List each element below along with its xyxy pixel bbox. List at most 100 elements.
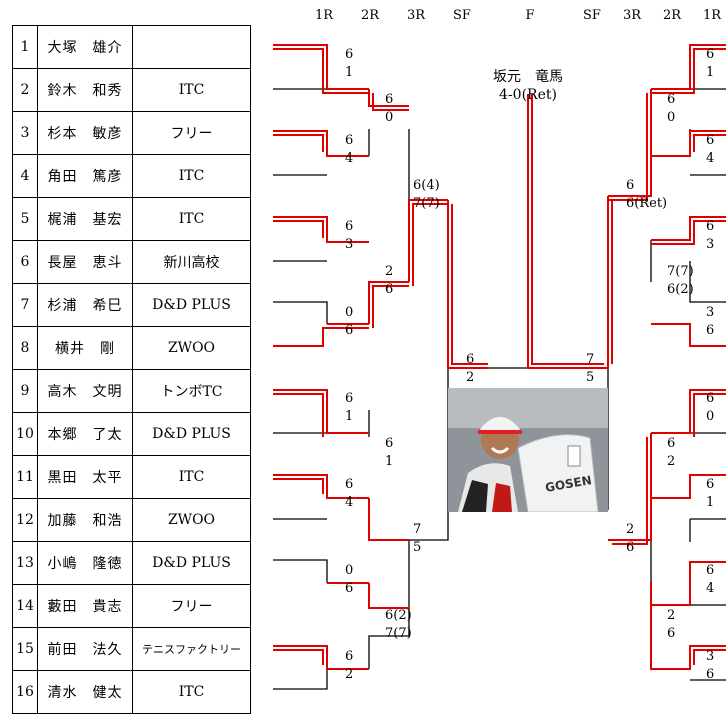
bracket-line	[273, 669, 328, 690]
score-2r-right: 6	[667, 626, 676, 641]
player-club: ITC	[132, 670, 251, 714]
score-1r-right: 6	[706, 323, 715, 338]
score-2r-left: 6	[385, 436, 394, 451]
score-final: 7	[586, 352, 595, 367]
player-name: 前田 法久	[37, 627, 133, 671]
score-sf-left: 2	[466, 370, 475, 385]
score-3r-left: 5	[413, 540, 422, 555]
score-2r-right: 6	[667, 436, 676, 451]
winner-path	[273, 645, 369, 670]
seed-number: 1	[12, 25, 38, 69]
player-club: トンボTC	[132, 369, 251, 413]
score-1r-right: 4	[706, 581, 715, 596]
score-2r-left: 6	[385, 282, 394, 297]
score-1r-right: 3	[706, 649, 715, 664]
score-3r-left: 6(4)	[413, 178, 440, 193]
winner-path	[368, 89, 409, 107]
winner-path	[372, 93, 409, 111]
score-2r-right: 2	[667, 454, 676, 469]
header-sf-left: SF	[453, 8, 471, 23]
score-2r-right: 6(2)	[667, 282, 694, 297]
bracket-line	[273, 559, 328, 583]
winner-path	[651, 130, 726, 157]
header-2r-left: 2R	[360, 8, 380, 23]
score-1r-left: 6	[345, 323, 354, 338]
winner-path	[650, 582, 690, 670]
score-1r-left: 1	[345, 409, 354, 424]
header-1r-left: 1R	[314, 8, 334, 23]
winner-path	[273, 393, 324, 437]
player-club: ITC	[132, 154, 251, 198]
winner-path	[608, 433, 652, 541]
score-sf-left: 6	[466, 352, 475, 367]
winner-path	[408, 199, 448, 282]
player-name: 大塚 雄介	[37, 25, 133, 69]
score-2r-right: 7(7)	[667, 264, 694, 279]
score-1r-right: 1	[706, 495, 715, 510]
player-club: 新川高校	[132, 240, 251, 284]
winner-path	[651, 216, 726, 241]
champion-label: 坂元 竜馬 4-0(Ret)	[473, 68, 583, 104]
seed-number: 16	[12, 670, 38, 714]
winner-path	[651, 220, 726, 245]
score-1r-left: 3	[345, 237, 354, 252]
player-name: 鈴木 和秀	[37, 68, 133, 112]
header-1r-right: 1R	[702, 8, 722, 23]
score-3r-right: 6	[626, 540, 635, 555]
seed-number: 2	[12, 68, 38, 112]
winner-path	[273, 478, 324, 494]
score-1r-left: 6	[345, 649, 354, 664]
winner-path	[651, 474, 726, 499]
header-3r-right: 3R	[622, 8, 642, 23]
score-1r-right: 6	[706, 219, 715, 234]
seed-number: 11	[12, 455, 38, 499]
winner-path	[527, 94, 608, 369]
score-3r-left: 7(7)	[413, 196, 440, 211]
score-1r-right: 6	[706, 477, 715, 492]
score-1r-right: 6	[706, 563, 715, 578]
score-1r-left: 2	[345, 667, 354, 682]
score-2r-left: 1	[385, 454, 394, 469]
header-sf-right: SF	[583, 8, 601, 23]
winner-path	[368, 498, 409, 541]
champion-photo: GOSEN	[448, 388, 608, 512]
score-2r-left: 6(2)	[385, 608, 412, 623]
player-name: 長屋 恵斗	[37, 240, 133, 284]
winner-path	[273, 130, 369, 157]
score-1r-right: 6	[706, 47, 715, 62]
winner-path	[608, 93, 648, 201]
score-1r-left: 0	[345, 305, 354, 320]
winner-path	[612, 437, 648, 545]
score-1r-right: 0	[706, 409, 715, 424]
score-1r-left: 1	[345, 65, 354, 80]
score-1r-right: 6	[706, 391, 715, 406]
champion-name: 坂元 竜馬	[493, 69, 563, 85]
header-final: F	[525, 8, 535, 23]
score-3r-right: 2	[626, 522, 635, 537]
winner-path	[273, 220, 324, 238]
winner-path	[651, 323, 726, 347]
winner-path	[451, 204, 488, 365]
score-1r-left: 6	[345, 581, 354, 596]
score-1r-left: 4	[345, 495, 354, 510]
winner-path	[531, 94, 604, 365]
score-1r-left: 6	[345, 391, 354, 406]
score-final: 5	[586, 370, 595, 385]
player-club	[132, 25, 251, 69]
winner-path	[368, 281, 409, 324]
final-result: 4-0(Ret)	[499, 87, 557, 103]
winner-path	[651, 44, 726, 90]
player-name: 小嶋 隆徳	[37, 541, 133, 585]
winner-path	[693, 393, 726, 437]
player-club: ZWOO	[132, 498, 251, 542]
